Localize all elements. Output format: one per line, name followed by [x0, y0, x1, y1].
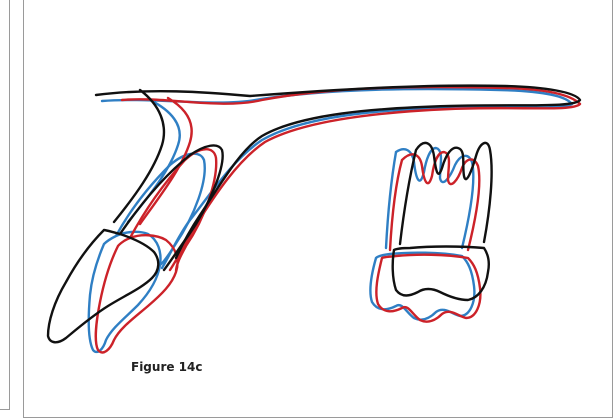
tracing-blue: [87, 87, 574, 354]
black-palate-outline: [94, 84, 582, 260]
red-molar-outline: [375, 150, 482, 323]
figure-panel: [23, 0, 613, 418]
tracing-red: [94, 85, 582, 354]
previous-panel-edge: [0, 0, 10, 410]
figure-caption: Figure 14c: [131, 360, 203, 374]
black-incisor-outline: [46, 144, 224, 344]
blue-incisor-outline: [87, 152, 206, 354]
red-palate-outline: [120, 85, 582, 272]
red-incisor-outline: [94, 148, 218, 354]
black-molar-outline: [391, 141, 493, 302]
tracing-black: [46, 84, 582, 344]
